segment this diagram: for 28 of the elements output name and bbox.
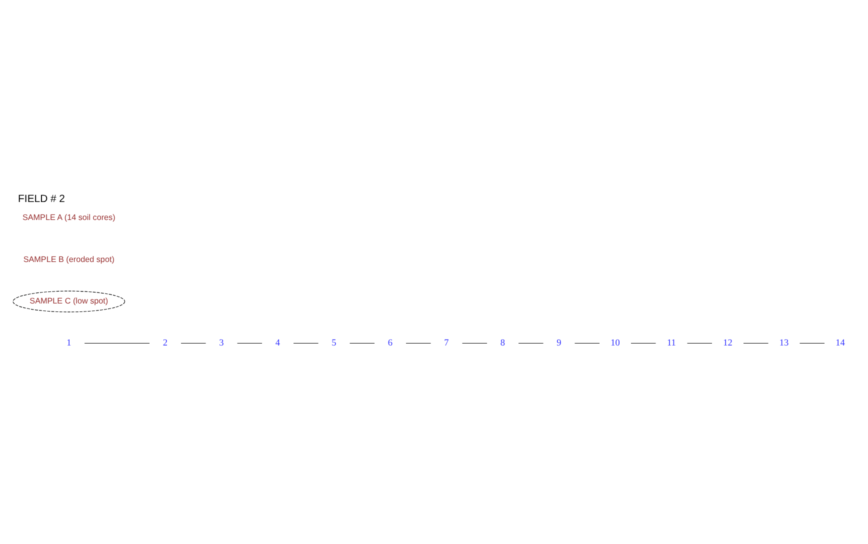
- connector: [236, 342, 262, 344]
- connector: [461, 342, 487, 344]
- node-text: 8: [500, 338, 505, 348]
- node-text: 5: [331, 338, 336, 348]
- node-text: 13: [778, 338, 788, 348]
- node-text: 4: [274, 338, 280, 348]
- connector: [630, 342, 656, 344]
- connector: [405, 342, 431, 344]
- node-text: 10: [610, 338, 620, 348]
- node-text: 14: [835, 338, 844, 348]
- node-text: 12: [722, 338, 732, 348]
- node-text: 1: [66, 338, 71, 348]
- connector: [180, 342, 206, 344]
- connector: [292, 342, 318, 344]
- connector: [798, 342, 824, 344]
- node-text: 7: [444, 338, 448, 348]
- node-text: 3: [218, 338, 224, 348]
- connector: [574, 342, 600, 344]
- connector: [686, 342, 712, 344]
- node-text: 6: [387, 338, 392, 348]
- node-text: 11: [666, 338, 676, 348]
- node-text: 2: [162, 338, 168, 348]
- connector: [84, 342, 150, 344]
- connector: [742, 342, 768, 344]
- diagram-title: FIELD # 2: [18, 193, 64, 204]
- node-text: 9: [556, 338, 561, 348]
- connector: [518, 342, 544, 344]
- connector: [348, 342, 374, 344]
